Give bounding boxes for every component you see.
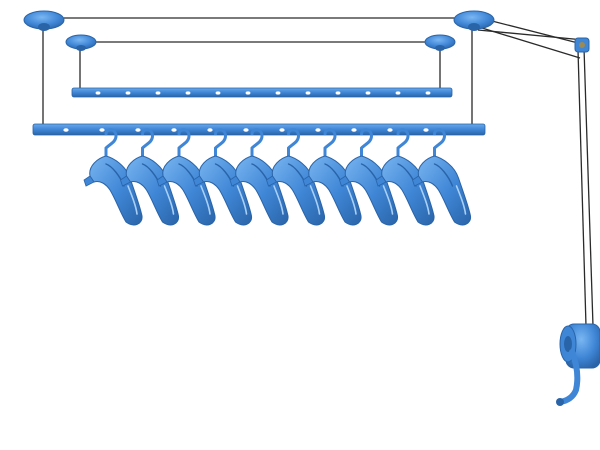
hanger bbox=[339, 128, 399, 226]
hanger-clip bbox=[120, 175, 132, 187]
rod-hole bbox=[275, 91, 281, 95]
ceiling-mount-right-outer bbox=[453, 10, 495, 31]
hanger-highlight bbox=[127, 185, 138, 215]
rod-hole bbox=[215, 91, 221, 95]
hanger-clip bbox=[412, 175, 424, 187]
diagonal-cable-a bbox=[487, 19, 583, 45]
rod-hole bbox=[423, 128, 429, 132]
hanger-highlight bbox=[346, 185, 357, 215]
hanger-hook bbox=[287, 128, 301, 158]
rod-hole bbox=[425, 91, 431, 95]
hanger-hook bbox=[323, 128, 337, 158]
cable-system bbox=[42, 17, 594, 327]
hanger-clip bbox=[339, 175, 351, 187]
crank-cable-b bbox=[583, 47, 594, 327]
hanger bbox=[375, 128, 435, 226]
hanger-body bbox=[381, 155, 435, 226]
hanger-clip bbox=[266, 175, 278, 187]
rod-hole bbox=[185, 91, 191, 95]
hanger-clip bbox=[156, 175, 168, 187]
rod-hole bbox=[387, 128, 393, 132]
hanger bbox=[412, 128, 472, 226]
hanger-highlight bbox=[455, 185, 467, 215]
hanger-hook bbox=[396, 128, 410, 158]
hanger-body bbox=[89, 155, 143, 226]
diagonal-cable-b bbox=[481, 27, 581, 59]
hanger bbox=[83, 128, 143, 226]
hanger-clip bbox=[193, 175, 205, 187]
rod-hole bbox=[95, 91, 101, 95]
hanger bbox=[302, 128, 362, 226]
pulley-wheel bbox=[574, 37, 590, 53]
hanger-body bbox=[125, 155, 180, 226]
rod-hole bbox=[395, 91, 401, 95]
hanger-highlight bbox=[200, 185, 211, 215]
rod-hole bbox=[135, 128, 141, 132]
hanger-hook bbox=[104, 128, 118, 158]
hanger-body bbox=[271, 155, 326, 226]
rod-hole bbox=[335, 91, 341, 95]
rod-hole bbox=[305, 91, 311, 95]
hanger bbox=[229, 128, 289, 226]
hanger-highlight bbox=[309, 185, 321, 215]
rod-hole bbox=[207, 128, 213, 132]
hanger-clip bbox=[83, 175, 95, 187]
rod-hole bbox=[365, 91, 371, 95]
hanger-hook bbox=[433, 128, 447, 158]
rod-hole bbox=[351, 128, 357, 132]
hanger-highlight bbox=[419, 185, 430, 215]
hangers bbox=[83, 128, 472, 226]
ceiling-mounts bbox=[23, 10, 590, 53]
rod-hole bbox=[171, 128, 177, 132]
upper-rod-holes bbox=[95, 91, 431, 95]
ceiling-mount-left-inner bbox=[65, 34, 97, 51]
hanger-hook bbox=[177, 128, 191, 158]
hanger-hook bbox=[214, 128, 228, 158]
hanger-highlight bbox=[273, 185, 284, 215]
hanger-body bbox=[162, 155, 216, 226]
ceiling-mount-right-inner bbox=[424, 34, 456, 51]
rod-hole bbox=[99, 128, 105, 132]
hanger-hook bbox=[250, 128, 264, 158]
hanger-clip bbox=[302, 175, 314, 187]
rod-hole bbox=[243, 128, 249, 132]
hanger-highlight bbox=[236, 185, 248, 215]
hanger-clip bbox=[229, 175, 241, 187]
rod-hole bbox=[315, 128, 321, 132]
hanger-body bbox=[308, 155, 362, 226]
hanger-hook bbox=[360, 128, 374, 158]
hanger-slot bbox=[433, 163, 454, 187]
crank-cable-a bbox=[577, 49, 587, 327]
diagonal-cable-c bbox=[477, 29, 585, 41]
hanger-body bbox=[235, 155, 289, 226]
lower-rod-holes bbox=[63, 128, 429, 132]
hanger bbox=[120, 128, 180, 226]
ceiling-mount-left-outer bbox=[23, 10, 65, 31]
hanger-clip bbox=[375, 175, 387, 187]
hanger-body bbox=[417, 155, 472, 226]
crank-handle bbox=[557, 349, 581, 405]
upper-rod bbox=[71, 87, 453, 98]
hanger-body bbox=[344, 155, 399, 226]
rod-hole bbox=[279, 128, 285, 132]
rod-hole bbox=[245, 91, 251, 95]
hanger-highlight bbox=[382, 185, 394, 215]
rod-hole bbox=[63, 128, 69, 132]
rod-hole bbox=[125, 91, 131, 95]
hanger-hook bbox=[141, 128, 155, 158]
rod-hole bbox=[155, 91, 161, 95]
hand-crank bbox=[556, 323, 600, 406]
hanger-body bbox=[198, 155, 253, 226]
hanger-highlight bbox=[163, 185, 175, 215]
